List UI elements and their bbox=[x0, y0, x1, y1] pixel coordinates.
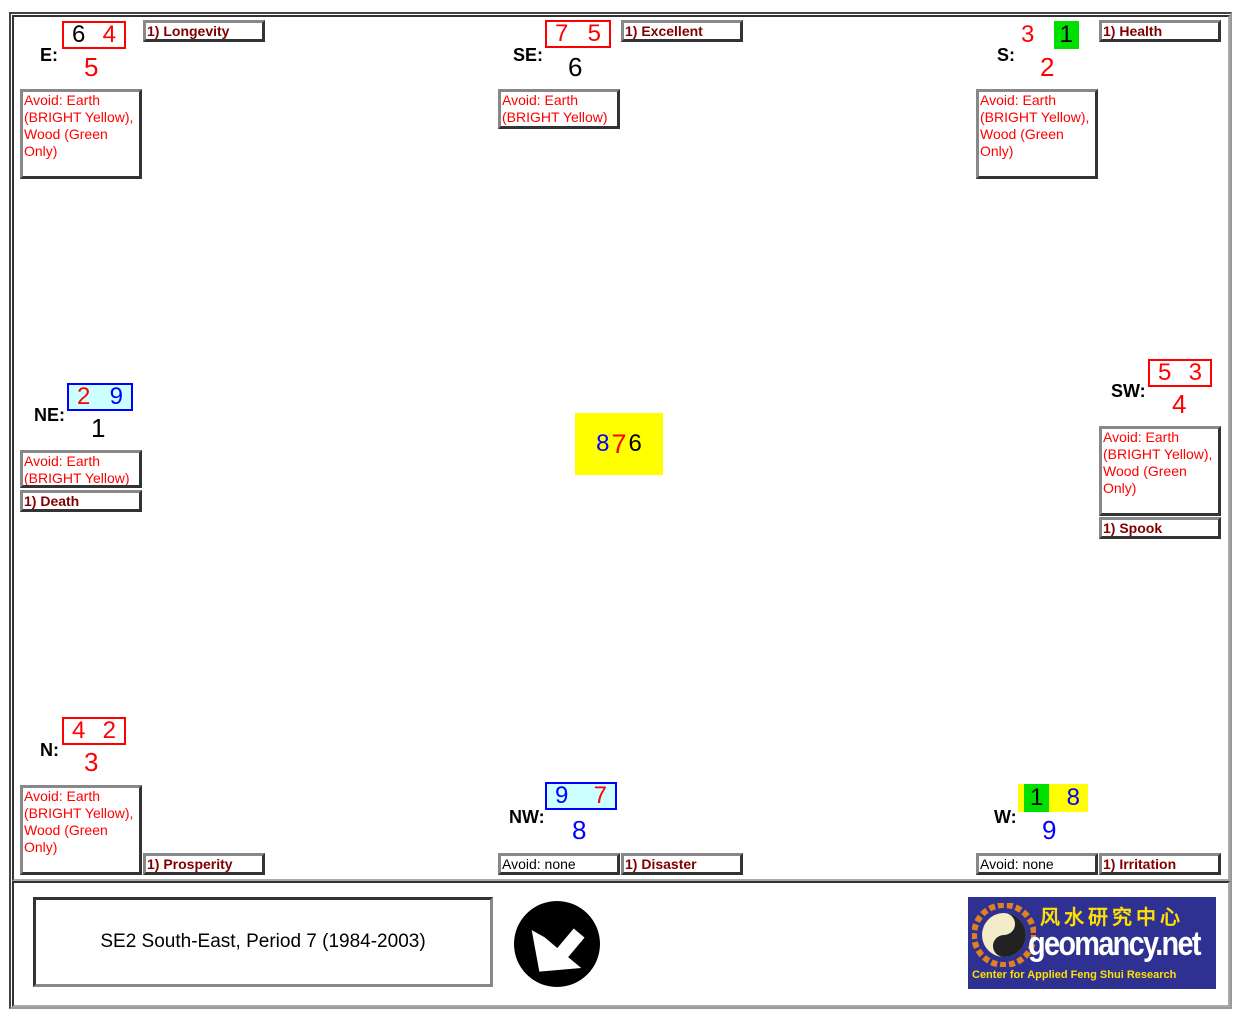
sector-label: E: bbox=[40, 45, 58, 65]
chart-info-box: SE2 South-East, Period 7 (1984-2003) bbox=[33, 897, 493, 987]
water-star: 2 bbox=[102, 717, 116, 744]
base-star: 1 bbox=[91, 413, 106, 443]
base-star: 8 bbox=[572, 815, 587, 845]
water-star: 9 bbox=[109, 383, 123, 410]
mountain-star: 5 bbox=[1158, 359, 1172, 386]
event-box: 1) Excellent bbox=[621, 20, 743, 42]
outer-frame bbox=[9, 12, 1232, 1009]
mountain-star: 1 bbox=[1024, 784, 1050, 812]
center-star-left: 8 bbox=[596, 430, 610, 457]
center-star-middle: 7 bbox=[611, 428, 627, 459]
mountain-star: 2 bbox=[77, 383, 91, 410]
mountain-star: 6 bbox=[72, 21, 86, 48]
event-box: 1) Spook bbox=[1099, 517, 1221, 539]
avoid-box: Avoid: none bbox=[498, 853, 620, 875]
sector-label: N: bbox=[40, 740, 59, 760]
water-star: 4 bbox=[102, 21, 116, 48]
avoid-box: Avoid: Earth (BRIGHT Yellow), Wood (Gree… bbox=[20, 785, 142, 875]
base-star: 4 bbox=[1172, 389, 1187, 419]
sector-label: W: bbox=[994, 807, 1017, 827]
avoid-box: Avoid: none bbox=[976, 853, 1098, 875]
footer-panel bbox=[12, 881, 1230, 1007]
water-star: 8 bbox=[1066, 784, 1080, 811]
avoid-box: Avoid: Earth (BRIGHT Yellow), Wood (Gree… bbox=[20, 89, 142, 179]
base-star: 3 bbox=[84, 747, 99, 777]
event-box: 1) Longevity bbox=[143, 20, 265, 42]
center-star-right: 6 bbox=[628, 430, 642, 457]
sector-label: S: bbox=[997, 45, 1015, 65]
mountain-star: 3 bbox=[1021, 21, 1035, 48]
mountain-star: 4 bbox=[72, 717, 86, 744]
chart-info-text: SE2 South-East, Period 7 (1984-2003) bbox=[100, 931, 426, 952]
sector-label: SE: bbox=[513, 45, 544, 65]
center-palace: 8 7 6 bbox=[575, 413, 663, 475]
water-star: 7 bbox=[593, 782, 607, 809]
yin-yang-bagua-icon bbox=[972, 903, 1036, 967]
water-star: 3 bbox=[1188, 359, 1202, 386]
water-star: 1 bbox=[1053, 21, 1079, 49]
event-box: 1) Irritation bbox=[1099, 853, 1221, 875]
direction-arrow-icon bbox=[514, 901, 600, 987]
base-star: 9 bbox=[1042, 815, 1057, 845]
flying-stars-chart-panel bbox=[12, 15, 1230, 881]
event-box: 1) Death bbox=[20, 490, 142, 512]
mountain-star: 7 bbox=[555, 20, 569, 47]
logo-tagline: Center for Applied Feng Shui Research bbox=[972, 969, 1177, 981]
logo-name: geomancy.net bbox=[1028, 925, 1201, 963]
base-star: 6 bbox=[568, 52, 583, 82]
avoid-box: Avoid: Earth (BRIGHT Yellow) bbox=[498, 89, 620, 129]
avoid-box: Avoid: Earth (BRIGHT Yellow), Wood (Gree… bbox=[976, 89, 1098, 179]
mountain-star: 9 bbox=[555, 782, 569, 809]
geomancy-logo[interactable]: 风水研究中心 geomancy.net Center for Applied F… bbox=[968, 897, 1216, 989]
sector-label: SW: bbox=[1111, 381, 1146, 401]
avoid-box: Avoid: Earth (BRIGHT Yellow), Wood (Gree… bbox=[1099, 426, 1221, 516]
event-box: 1) Health bbox=[1099, 20, 1221, 42]
event-box: 1) Disaster bbox=[621, 853, 743, 875]
sector-label: NE: bbox=[34, 405, 65, 425]
logo-chinese-text: 风水研究中心 bbox=[1040, 905, 1184, 929]
base-star: 2 bbox=[1040, 52, 1055, 82]
sector-label: NW: bbox=[509, 807, 545, 827]
base-star: 5 bbox=[84, 52, 99, 82]
water-star: 5 bbox=[587, 20, 601, 47]
avoid-box: Avoid: Earth (BRIGHT Yellow) bbox=[20, 450, 142, 488]
event-box: 1) Prosperity bbox=[143, 853, 265, 875]
